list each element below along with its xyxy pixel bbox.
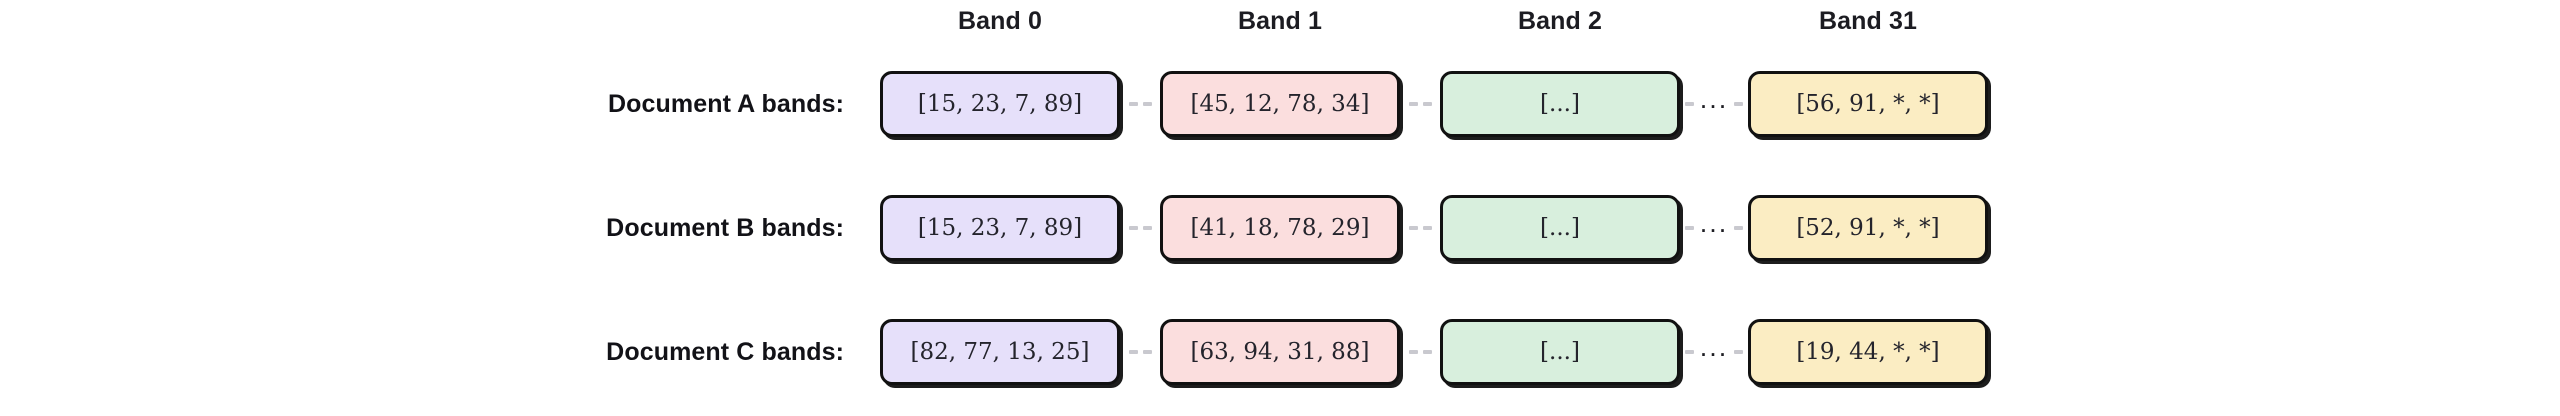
dash-segment-icon — [1684, 350, 1694, 354]
dash-segment-icon — [1734, 102, 1744, 106]
dash-segment-icon — [1142, 226, 1152, 230]
connector-c-1-2 — [1400, 350, 1440, 354]
connector-b-1-2 — [1400, 226, 1440, 230]
dash-segment-icon — [1422, 102, 1432, 106]
connector-a-0-1 — [1120, 102, 1160, 106]
band-header-band-1: Band 1 — [1238, 6, 1322, 35]
connector-b-2-31: ... — [1680, 210, 1748, 237]
connector-c-0-1 — [1120, 350, 1160, 354]
dash-segment-icon — [1684, 102, 1694, 106]
band-cell-c-band-31: [19, 44, *, *] — [1748, 319, 1988, 385]
dash-segment-icon — [1128, 350, 1138, 354]
dash-segment-icon — [1128, 102, 1138, 106]
band-cell-b-band-1: [41, 18, 78, 29] — [1160, 195, 1400, 261]
band-cell-b-band-2: [...] — [1440, 195, 1680, 261]
dash-segment-icon — [1684, 226, 1694, 230]
document-row-c: Document C bands: [82, 77, 13, 25] [63, … — [0, 290, 2560, 414]
document-row-a: Document A bands: [15, 23, 7, 89] [45, 1… — [0, 42, 2560, 166]
dash-segment-icon — [1422, 350, 1432, 354]
dash-segment-icon — [1142, 102, 1152, 106]
ellipsis-icon: ... — [1699, 84, 1729, 114]
dash-segment-icon — [1734, 350, 1744, 354]
dash-segment-icon — [1734, 226, 1744, 230]
band-header-band-0: Band 0 — [958, 6, 1042, 35]
dash-segment-icon — [1422, 226, 1432, 230]
band-header-band-2: Band 2 — [1518, 6, 1602, 35]
document-row-b: Document B bands: [15, 23, 7, 89] [41, 1… — [0, 166, 2560, 290]
band-cell-b-band-0: [15, 23, 7, 89] — [880, 195, 1120, 261]
ellipsis-icon: ... — [1699, 332, 1729, 362]
row-label-document-a: Document A bands: — [608, 89, 844, 118]
connector-a-1-2 — [1400, 102, 1440, 106]
dash-segment-icon — [1128, 226, 1138, 230]
dash-segment-icon — [1408, 226, 1418, 230]
connector-b-0-1 — [1120, 226, 1160, 230]
band-header-row: Band 0 Band 1 Band 2 Band 31 — [0, 0, 2560, 42]
connector-c-2-31: ... — [1680, 334, 1748, 361]
band-cell-a-band-2: [...] — [1440, 71, 1680, 137]
band-cell-a-band-1: [45, 12, 78, 34] — [1160, 71, 1400, 137]
connector-a-2-31: ... — [1680, 86, 1748, 113]
dash-segment-icon — [1142, 350, 1152, 354]
band-header-band-31: Band 31 — [1819, 6, 1917, 35]
band-cell-c-band-1: [63, 94, 31, 88] — [1160, 319, 1400, 385]
band-cell-a-band-0: [15, 23, 7, 89] — [880, 71, 1120, 137]
dash-segment-icon — [1408, 102, 1418, 106]
row-label-document-b: Document B bands: — [606, 213, 844, 242]
band-cell-b-band-31: [52, 91, *, *] — [1748, 195, 1988, 261]
band-cell-c-band-0: [82, 77, 13, 25] — [880, 319, 1120, 385]
band-cell-c-band-2: [...] — [1440, 319, 1680, 385]
dash-segment-icon — [1408, 350, 1418, 354]
document-rows: Document A bands: [15, 23, 7, 89] [45, 1… — [0, 42, 2560, 414]
band-cell-a-band-31: [56, 91, *, *] — [1748, 71, 1988, 137]
row-label-document-c: Document C bands: — [606, 337, 844, 366]
ellipsis-icon: ... — [1699, 208, 1729, 238]
